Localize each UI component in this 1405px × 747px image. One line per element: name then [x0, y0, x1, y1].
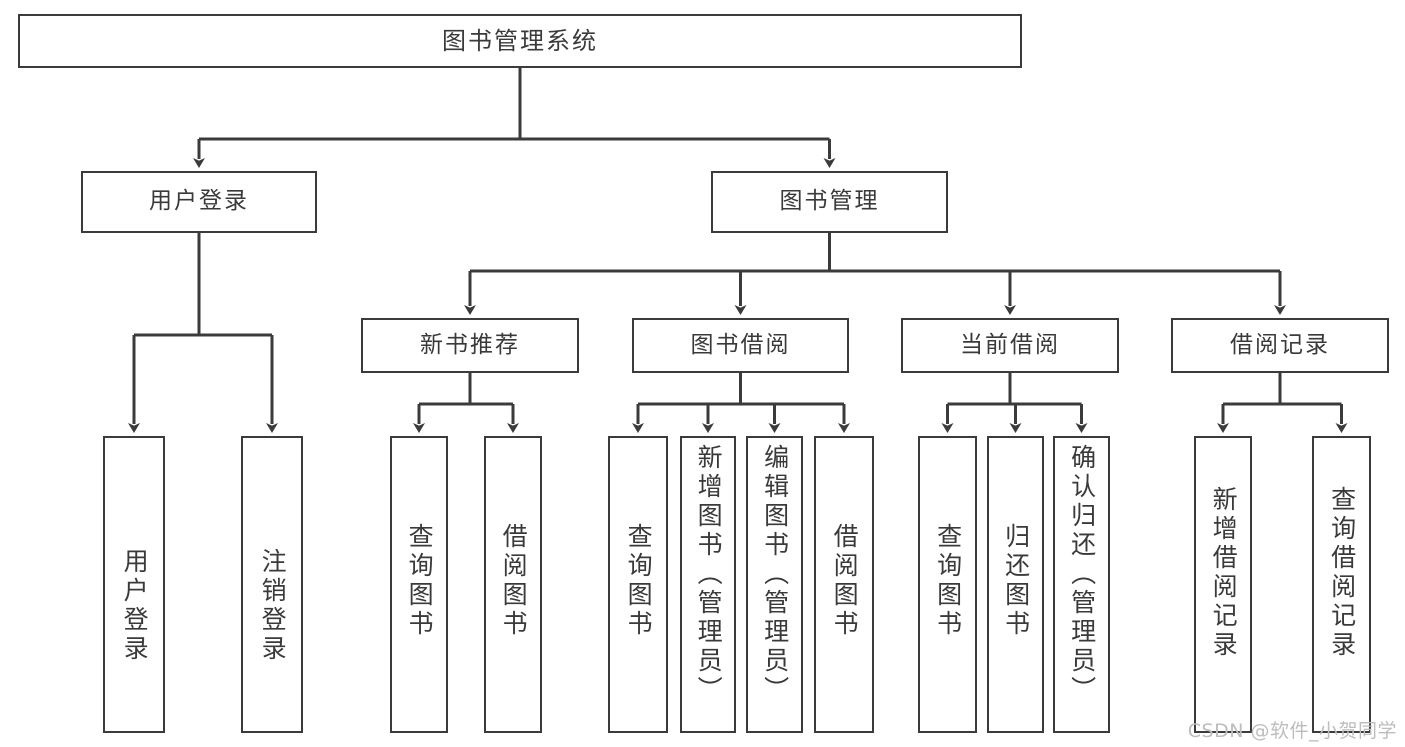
node-borrow-record[interactable]: 借阅记录	[1171, 318, 1389, 373]
node-label: 查询图书	[405, 523, 435, 639]
node-root[interactable]: 图书管理系统	[18, 14, 1022, 68]
node-book-borrow[interactable]: 图书借阅	[632, 318, 849, 373]
node-label: 查询图书	[933, 523, 963, 639]
node-leaf-borrow-book-1[interactable]: 借阅图书	[484, 436, 542, 733]
node-leaf-query-book-1[interactable]: 查询图书	[390, 436, 448, 733]
node-label: 借阅图书	[499, 523, 529, 639]
node-leaf-logout[interactable]: 注销登录	[241, 436, 303, 733]
node-leaf-user-login[interactable]: 用户登录	[103, 436, 165, 733]
node-new-book-rec[interactable]: 新书推荐	[361, 318, 579, 373]
node-label: 用户登录	[120, 548, 150, 664]
node-label: 查询图书	[624, 523, 654, 639]
node-leaf-add-record[interactable]: 新增借阅记录	[1194, 436, 1252, 733]
node-label: 新增图书（管理员）	[694, 444, 724, 705]
node-label: 确认归还（管理员）	[1067, 444, 1097, 705]
node-leaf-add-book[interactable]: 新增图书（管理员）	[680, 436, 736, 733]
watermark-text: CSDN @软件_小贺同学	[1187, 720, 1397, 742]
node-book-manage[interactable]: 图书管理	[711, 171, 948, 233]
node-label: 当前借阅	[960, 331, 1060, 358]
node-leaf-return-book[interactable]: 归还图书	[987, 436, 1044, 733]
node-label: 新书推荐	[420, 331, 520, 358]
node-label: 归还图书	[1001, 523, 1031, 639]
node-label: 查询借阅记录	[1327, 486, 1357, 660]
node-label: 借阅记录	[1230, 331, 1330, 358]
node-label: 新增借阅记录	[1209, 486, 1239, 660]
node-leaf-borrow-book-2[interactable]: 借阅图书	[814, 436, 874, 733]
node-label: 图书管理	[779, 188, 880, 215]
node-leaf-query-record[interactable]: 查询借阅记录	[1312, 436, 1371, 733]
node-leaf-query-book-3[interactable]: 查询图书	[918, 436, 977, 733]
node-current-borrow[interactable]: 当前借阅	[901, 318, 1119, 373]
node-leaf-confirm-return[interactable]: 确认归还（管理员）	[1053, 436, 1110, 733]
node-label: 用户登录	[149, 188, 249, 215]
node-user-login[interactable]: 用户登录	[81, 171, 317, 233]
node-leaf-edit-book[interactable]: 编辑图书（管理员）	[746, 436, 803, 733]
node-leaf-query-book-2[interactable]: 查询图书	[608, 436, 668, 733]
node-label: 注销登录	[258, 548, 288, 664]
node-label: 编辑图书（管理员）	[760, 444, 790, 705]
node-label: 图书管理系统	[442, 26, 598, 55]
node-label: 借阅图书	[830, 523, 860, 639]
node-label: 图书借阅	[690, 331, 791, 358]
